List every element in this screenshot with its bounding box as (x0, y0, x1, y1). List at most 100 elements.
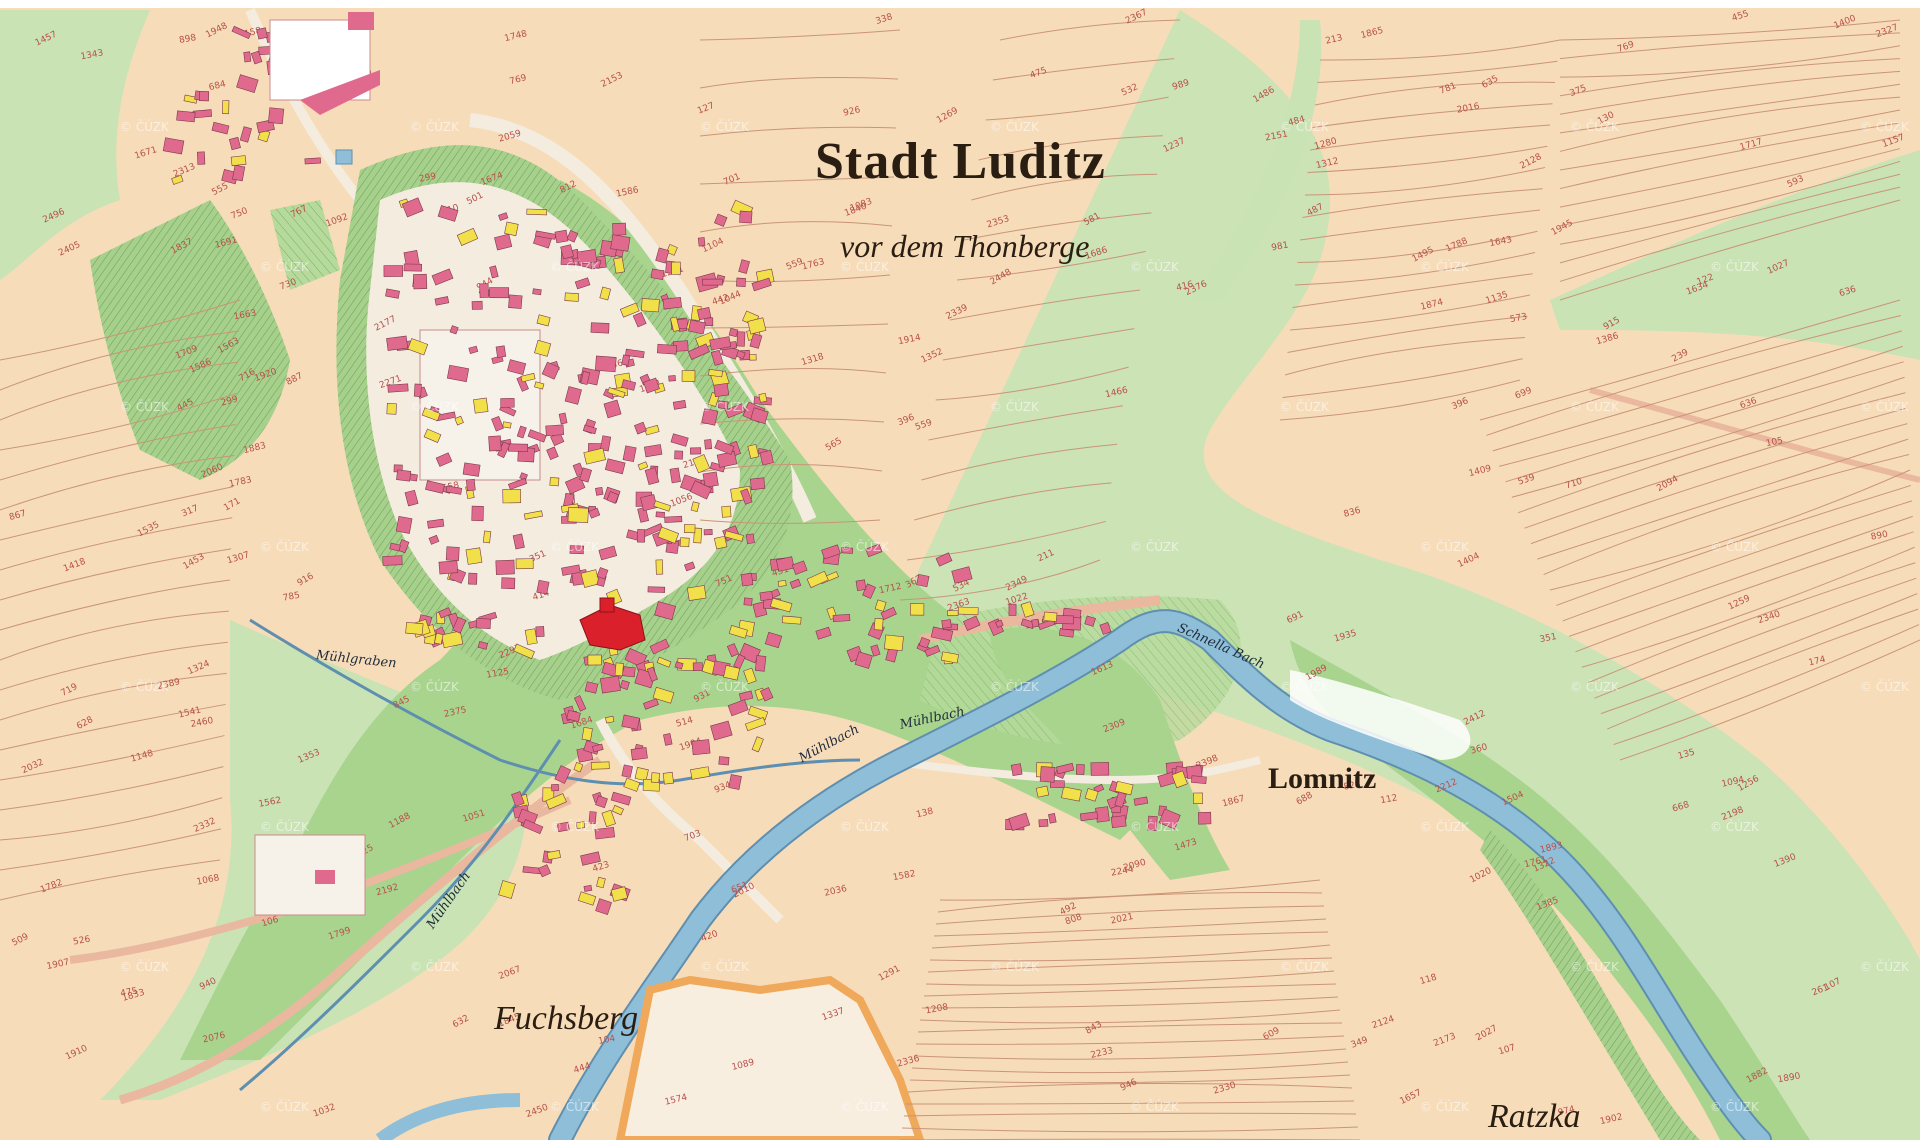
watermark-text: © ČÚZK (1280, 960, 1329, 974)
building (389, 542, 401, 552)
parcel-line (1559, 96, 1901, 152)
parcel-line (1299, 209, 1541, 241)
building (482, 530, 492, 544)
building (541, 361, 560, 380)
building (561, 564, 581, 576)
building (630, 747, 648, 761)
building (1193, 792, 1203, 805)
watermark-text: © ČÚZK (840, 1100, 889, 1114)
building (560, 244, 574, 260)
building (606, 491, 620, 504)
building (806, 570, 829, 589)
building (713, 382, 730, 398)
building (434, 296, 450, 306)
building (396, 469, 412, 482)
watermark-text: © ČÚZK (1130, 1100, 1179, 1114)
parcel-number: 105 (1765, 436, 1784, 449)
parcel-line (1559, 186, 1901, 282)
building (656, 343, 678, 355)
building (743, 597, 753, 606)
building (1099, 621, 1112, 635)
building (595, 898, 612, 916)
place-label-ratzka: Ratzka (1488, 1098, 1581, 1135)
building (556, 821, 570, 833)
parcel-line (919, 1009, 1341, 1024)
building (957, 606, 979, 616)
cemetery (254, 834, 366, 916)
building (789, 578, 802, 589)
parcel-number: 2460 (190, 716, 215, 730)
building (947, 610, 959, 616)
building (1053, 615, 1075, 625)
building (383, 265, 403, 277)
building (385, 288, 400, 299)
watermark-text: © ČÚZK (1710, 820, 1759, 834)
building (546, 446, 559, 460)
watermark-text: © ČÚZK (1570, 120, 1619, 134)
parcel-line (925, 970, 1335, 986)
building (507, 359, 527, 375)
building (498, 880, 516, 899)
building (1191, 775, 1207, 785)
parcel-number: 1562 (258, 796, 282, 810)
parcel-line (1559, 122, 1901, 190)
building (488, 435, 502, 452)
parcel-line (1505, 361, 1904, 483)
parcel-line (0, 361, 238, 421)
building (701, 408, 719, 426)
building (764, 631, 783, 649)
watermark-text: © ČÚZK (1710, 260, 1759, 274)
building (637, 461, 649, 471)
parcel-line (1549, 469, 1911, 591)
building (747, 705, 769, 721)
building (395, 515, 413, 534)
building (1035, 785, 1050, 798)
building (468, 572, 478, 585)
parcel-line (1309, 124, 1551, 151)
parcel-line (1568, 515, 1913, 637)
watermark-text: © ČÚZK (990, 400, 1039, 414)
building (749, 354, 757, 361)
building (387, 383, 409, 393)
building (674, 661, 684, 670)
building (686, 585, 707, 601)
building (669, 467, 681, 484)
parcel-line (1559, 45, 1901, 78)
building (714, 439, 735, 455)
building (1090, 762, 1110, 776)
building (534, 339, 552, 357)
parcel-line (913, 1048, 1347, 1060)
building (523, 510, 543, 520)
parcel-line (1524, 407, 1907, 529)
building (674, 450, 684, 460)
building (1039, 766, 1056, 783)
building (652, 686, 675, 704)
building (733, 653, 746, 670)
parcel-number: 1094 (1721, 775, 1746, 790)
parcel-line (933, 918, 1327, 937)
parcel-line (942, 328, 1135, 361)
building (228, 136, 241, 151)
building (612, 222, 627, 236)
building (382, 555, 403, 566)
building (710, 720, 733, 741)
parcel-number: 2036 (823, 884, 848, 899)
building (538, 864, 552, 878)
building (535, 230, 557, 240)
building (1197, 811, 1212, 825)
building (1075, 764, 1085, 775)
building (595, 795, 608, 809)
building (621, 764, 633, 778)
parcel-line (0, 859, 221, 901)
parcel-line (964, 212, 1152, 241)
watermark-text: © ČÚZK (1570, 960, 1619, 974)
parcel-line (1600, 593, 1918, 715)
building (1008, 812, 1031, 831)
building (684, 524, 696, 534)
parcel-line (0, 392, 237, 451)
building (662, 771, 674, 785)
parcel-line (1294, 252, 1536, 286)
building (527, 429, 547, 443)
